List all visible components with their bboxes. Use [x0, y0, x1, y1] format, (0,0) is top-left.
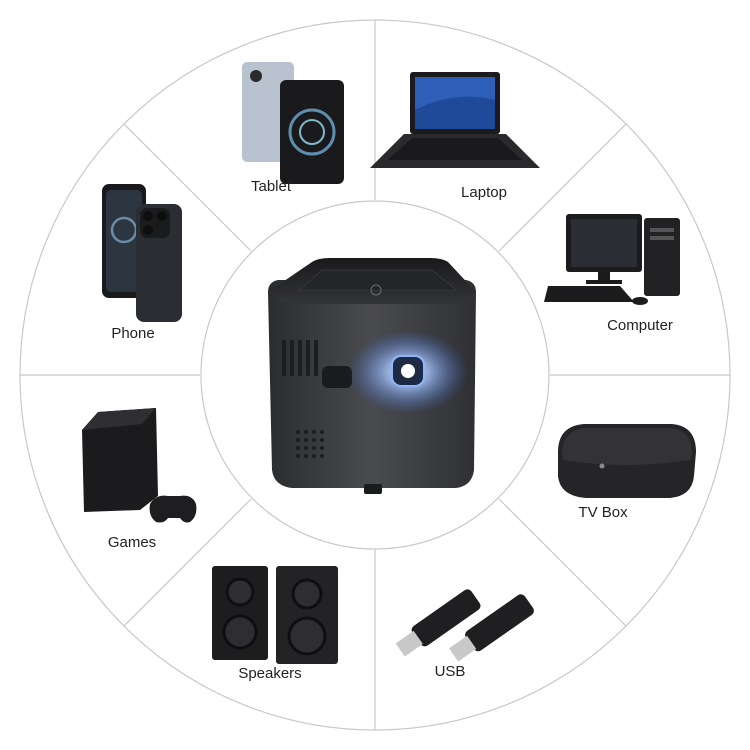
tv-box-icon	[558, 424, 696, 498]
phone-icon	[102, 184, 182, 322]
tablet-icon	[242, 62, 344, 184]
projector-cube-icon	[268, 258, 476, 494]
tablet-label: Tablet	[250, 178, 292, 195]
game-console-icon	[82, 408, 197, 523]
desktop-computer-icon	[544, 214, 680, 305]
tv-box-label: TV Box	[578, 504, 628, 521]
computer-label: Computer	[607, 317, 673, 334]
segment-dividers	[20, 20, 730, 730]
games-label: Games	[107, 534, 157, 551]
laptop-icon	[370, 72, 540, 168]
speakers-label: Speakers	[238, 665, 302, 682]
speakers-icon	[212, 566, 338, 664]
usb-label: USB	[434, 663, 466, 680]
laptop-label: Laptop	[461, 184, 507, 201]
usb-drive-icon	[395, 589, 534, 662]
phone-label: Phone	[111, 325, 155, 342]
